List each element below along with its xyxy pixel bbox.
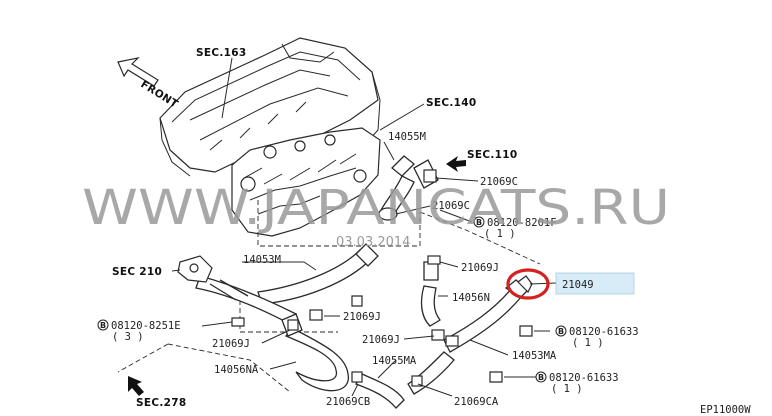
part-label[interactable]: 21069CB: [326, 396, 370, 408]
sec278-arrow: [128, 376, 144, 396]
part-label[interactable]: 21069J: [343, 311, 381, 323]
part-label[interactable]: 14055M: [388, 131, 426, 143]
watermark-date: 03.03.2014: [336, 235, 410, 250]
part-qty: ( 3 ): [112, 331, 144, 343]
part-qty: ( 1 ): [484, 228, 516, 240]
part-label[interactable]: 14056NA: [214, 364, 259, 376]
hoses: [177, 155, 533, 409]
front-label: FRONT: [138, 78, 180, 111]
part-label[interactable]: 14053M: [243, 254, 281, 266]
part-label[interactable]: 21069J: [362, 334, 400, 346]
section-label-sec163[interactable]: SEC.163: [196, 47, 246, 59]
part-label[interactable]: 14056N: [452, 292, 490, 304]
part-label[interactable]: 08120-61633: [569, 326, 639, 338]
svg-text:B: B: [558, 327, 564, 336]
part-label[interactable]: 14053MA: [512, 350, 557, 362]
part-label[interactable]: 21069J: [212, 338, 250, 350]
part-label[interactable]: 21069C: [480, 176, 518, 188]
section-label-sec110[interactable]: SEC.110: [467, 149, 517, 161]
figure-code: EP11000W: [700, 404, 751, 416]
svg-text:B: B: [538, 373, 544, 382]
svg-text:B: B: [476, 218, 482, 227]
part-label[interactable]: 21069J: [461, 262, 499, 274]
leader-lines: [171, 57, 557, 397]
watermark: WWW.JAPANCATS.RU: [82, 180, 670, 236]
svg-text:B: B: [100, 321, 106, 330]
part-qty: ( 1 ): [551, 383, 583, 395]
bolt-marker: B: [535, 371, 547, 383]
part-label[interactable]: 08120-8201F: [487, 217, 557, 229]
bolt-marker: B: [555, 325, 567, 337]
part-label[interactable]: 08120-8251E: [111, 320, 181, 332]
part-label[interactable]: 21069CA: [454, 396, 499, 408]
part-label[interactable]: 21069C: [432, 200, 470, 212]
section-label-sec278[interactable]: SEC.278: [136, 397, 186, 409]
bolt-marker: B: [473, 216, 485, 228]
part-label-highlighted[interactable]: 21049: [562, 279, 594, 291]
engine-block: [159, 37, 381, 237]
highlight-circle: [506, 268, 550, 300]
highlight-box[interactable]: [555, 272, 635, 295]
section-label-sec210[interactable]: SEC 210: [112, 266, 162, 278]
part-label[interactable]: 14055MA: [372, 355, 417, 367]
part-qty: ( 1 ): [572, 337, 604, 349]
assembly-frame: [117, 200, 541, 393]
front-arrow: FRONT: [117, 57, 181, 111]
sec110-arrow: [446, 156, 466, 172]
bolt-marker: B: [97, 319, 109, 331]
section-label-sec140[interactable]: SEC.140: [426, 97, 476, 109]
part-label[interactable]: 08120-61633: [549, 372, 619, 384]
